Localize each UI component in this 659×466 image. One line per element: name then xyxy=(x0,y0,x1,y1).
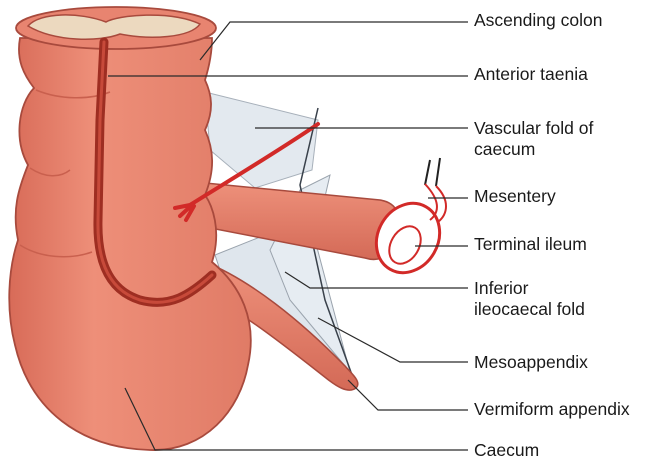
vascular-fold-membrane xyxy=(205,92,318,188)
ascending-colon-lumen xyxy=(28,15,200,39)
leader-ascending-colon xyxy=(200,22,468,60)
label-caecum-text: Caecum xyxy=(474,440,539,461)
label-vascular-fold-line2: caecum xyxy=(474,139,593,160)
label-vermiform-appendix: Vermiform appendix xyxy=(474,399,630,420)
label-mesentery: Mesentery xyxy=(474,186,556,207)
label-terminal-ileum: Terminal ileum xyxy=(474,234,587,255)
label-vascular-fold-line1: Vascular fold of xyxy=(474,118,593,139)
label-terminal-ileum-text: Terminal ileum xyxy=(474,234,587,255)
label-inferior-fold-line1: Inferior xyxy=(474,278,585,299)
label-anterior-taenia-text: Anterior taenia xyxy=(474,64,588,85)
label-mesoappendix-text: Mesoappendix xyxy=(474,352,588,373)
label-vascular-fold: Vascular fold of caecum xyxy=(474,118,593,160)
label-inferior-fold-line2: ileocaecal fold xyxy=(474,299,585,320)
mesentery-vessels xyxy=(425,158,440,186)
label-caecum: Caecum xyxy=(474,440,539,461)
label-mesentery-text: Mesentery xyxy=(474,186,556,207)
label-ascending-colon: Ascending colon xyxy=(474,10,602,31)
label-anterior-taenia: Anterior taenia xyxy=(474,64,588,85)
label-ascending-colon-text: Ascending colon xyxy=(474,10,602,31)
label-vermiform-appendix-text: Vermiform appendix xyxy=(474,399,630,420)
label-mesoappendix: Mesoappendix xyxy=(474,352,588,373)
label-inferior-ileocaecal-fold: Inferior ileocaecal fold xyxy=(474,278,585,320)
leader-vermiform-appendix xyxy=(348,380,468,410)
